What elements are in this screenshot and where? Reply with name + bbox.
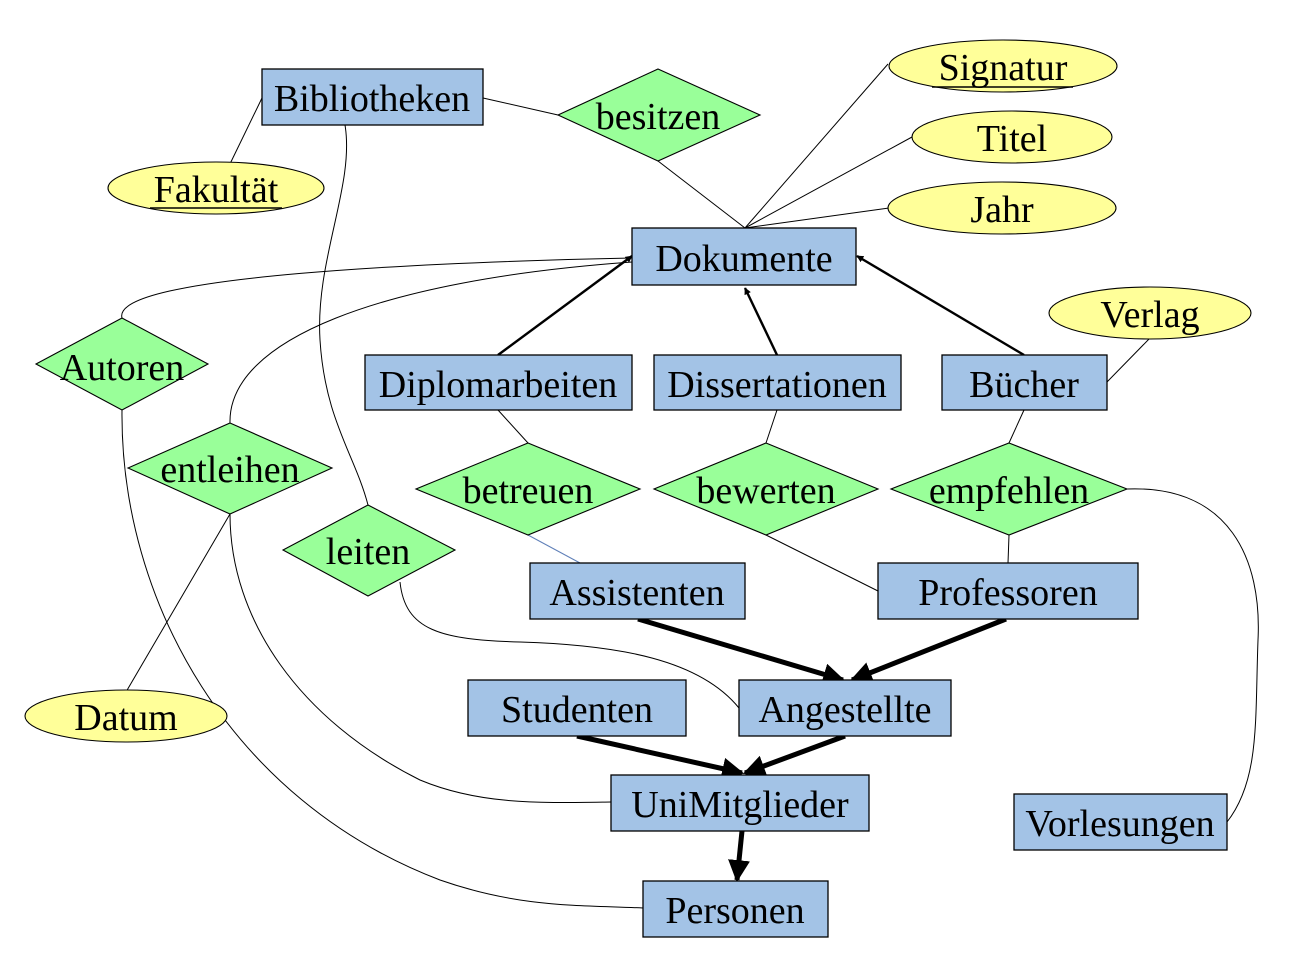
edge-dokumente-titel (744, 136, 913, 229)
edge-dissertationen-bewerten (765, 409, 778, 444)
edge-besitzen-dokumente (657, 160, 746, 229)
relationship-empfehlen: empfehlen (889, 442, 1129, 536)
edge-empfehlen-vorlesungen (1126, 488, 1259, 823)
attribute-datum-label: Datum (74, 697, 177, 739)
entity-diplomarbeiten: Diplomarbeiten (364, 354, 633, 411)
attributes: Fakultät Signatur Titel Jahr Verlag Datu… (24, 39, 1252, 743)
entity-professoren: Professoren (877, 562, 1139, 620)
entity-professoren-label: Professoren (918, 572, 1097, 614)
isa-diplomarbeiten-dokumente (497, 255, 633, 356)
entity-bibliotheken-label: Bibliotheken (274, 78, 470, 120)
relationship-bewerten-label: bewerten (696, 470, 835, 512)
edge-autoren-dokumente (121, 257, 633, 319)
edge-bewerten-professoren (765, 534, 879, 592)
connections (121, 63, 1259, 909)
entity-angestellte-label: Angestellte (758, 689, 931, 731)
edge-diplomarbeiten-betreuen (497, 409, 529, 444)
attribute-verlag-label: Verlag (1100, 294, 1199, 336)
isa-arrows (497, 254, 1025, 883)
relationship-autoren-label: Autoren (60, 347, 185, 389)
edge-buecher-verlag (1106, 337, 1151, 383)
entity-assistenten-label: Assistenten (549, 572, 724, 614)
edge-leiten-angestellte (399, 581, 740, 709)
entity-studenten: Studenten (467, 679, 687, 737)
relationship-besitzen: besitzen (556, 68, 762, 162)
entity-personen: Personen (642, 880, 829, 938)
entity-dokumente-label: Dokumente (655, 238, 832, 280)
isa-studenten-unimitglieder (576, 733, 745, 780)
entity-assistenten: Assistenten (529, 562, 746, 620)
edge-autoren-personen (121, 409, 644, 909)
isa-assistenten-angestellte (637, 616, 846, 685)
relationship-bewerten: bewerten (652, 442, 880, 536)
edge-entleihen-datum (125, 513, 231, 693)
entity-unimitglieder-label: UniMitglieder (631, 784, 849, 826)
attribute-datum: Datum (24, 689, 228, 743)
relationship-leiten-label: leiten (326, 531, 410, 573)
attribute-signatur-label: Signatur (939, 47, 1068, 89)
entity-diplomarbeiten-label: Diplomarbeiten (379, 364, 617, 406)
relationship-leiten: leiten (281, 504, 457, 597)
entity-studenten-label: Studenten (501, 689, 653, 731)
relationship-entleihen-label: entleihen (160, 449, 299, 491)
attribute-jahr: Jahr (887, 181, 1117, 235)
entity-angestellte: Angestellte (738, 679, 952, 737)
entity-dissertationen-label: Dissertationen (667, 364, 887, 406)
relationship-betreuen-label: betreuen (463, 470, 594, 512)
relationship-autoren: Autoren (34, 317, 210, 411)
entity-personen-label: Personen (665, 890, 804, 932)
isa-angestellte-unimitglieder (742, 733, 846, 777)
relationships: besitzen Autoren entleihen leiten betreu… (34, 68, 1129, 597)
attribute-titel: Titel (911, 110, 1113, 164)
entity-vorlesungen: Vorlesungen (1013, 793, 1228, 851)
isa-dissertationen-dokumente (743, 287, 779, 356)
entity-unimitglieder: UniMitglieder (610, 774, 870, 832)
edge-bibliotheken-leiten (319, 124, 369, 506)
isa-buecher-dokumente (856, 254, 1025, 357)
entity-vorlesungen-label: Vorlesungen (1025, 803, 1214, 845)
entity-bibliotheken: Bibliotheken (261, 68, 484, 126)
edge-entleihen-unimitglieder (229, 513, 612, 803)
attribute-fakultaet-label: Fakultät (154, 169, 279, 211)
relationship-entleihen: entleihen (126, 422, 334, 515)
edge-betreuen-assistenten (527, 534, 581, 564)
attribute-signatur: Signatur (888, 39, 1118, 93)
edge-buecher-empfehlen (1008, 409, 1025, 444)
edge-dokumente-signatur (744, 63, 889, 229)
relationship-betreuen: betreuen (414, 442, 642, 536)
entity-dokumente: Dokumente (631, 227, 857, 286)
entity-buecher: Bücher (941, 354, 1108, 411)
isa-professoren-angestellte (849, 616, 1007, 683)
entity-buecher-label: Bücher (969, 364, 1079, 406)
entity-dissertationen: Dissertationen (653, 354, 902, 411)
attribute-fakultaet: Fakultät (107, 161, 325, 215)
attribute-titel-label: Titel (977, 118, 1047, 160)
relationship-besitzen-label: besitzen (596, 96, 721, 138)
edge-bibliotheken-besitzen (482, 97, 559, 116)
edge-dokumente-jahr (744, 207, 890, 229)
attribute-verlag: Verlag (1048, 286, 1252, 340)
relationship-empfehlen-label: empfehlen (929, 470, 1089, 512)
isa-unimitglieder-personen (728, 830, 750, 883)
entities: Bibliotheken Dokumente Diplomarbeiten Di… (261, 68, 1228, 938)
edge-empfehlen-professoren (1007, 534, 1010, 564)
edge-entleihen-dokumente (229, 261, 633, 424)
edge-bibliotheken-fakultaet (227, 97, 263, 169)
attribute-jahr-label: Jahr (970, 189, 1034, 231)
